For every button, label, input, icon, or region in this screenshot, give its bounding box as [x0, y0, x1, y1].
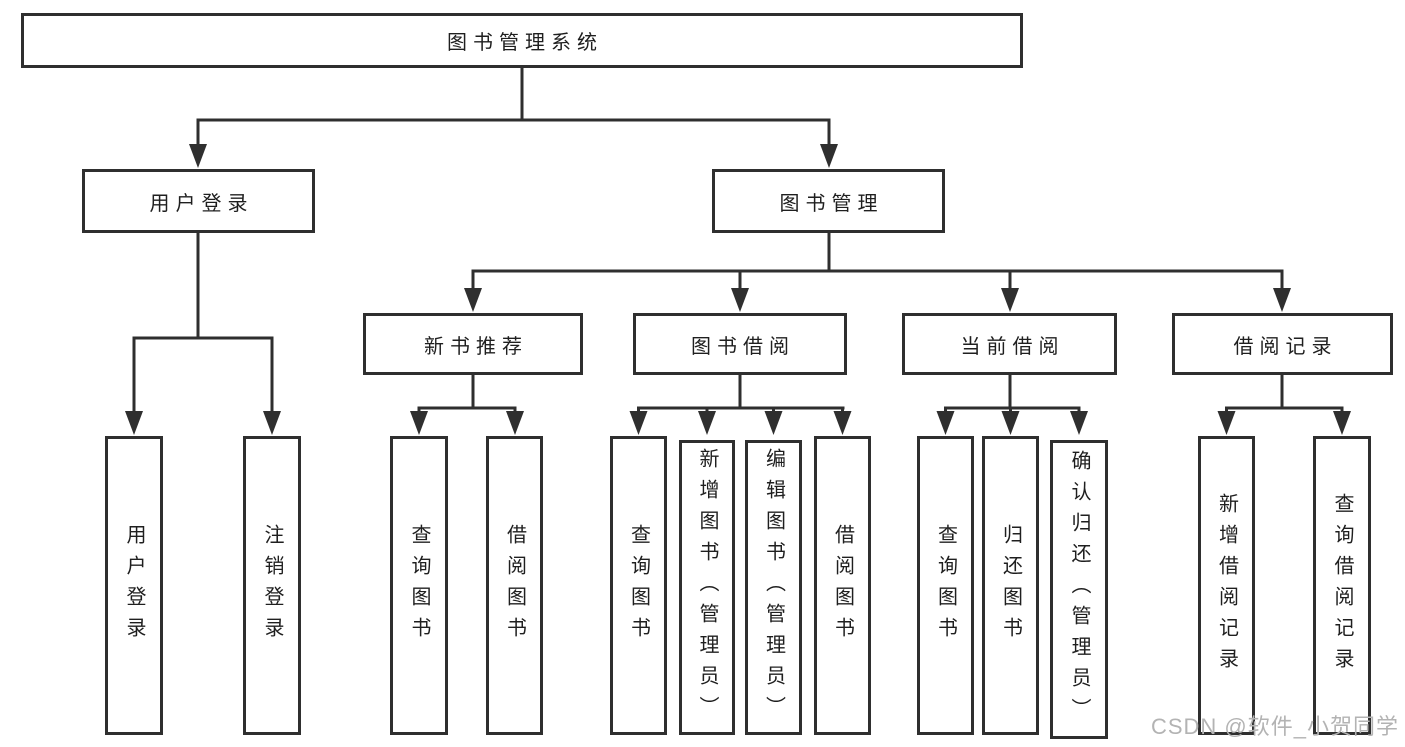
connector-new-book-recommendation-children: [410, 375, 524, 435]
node-label: 图书管理: [779, 192, 884, 215]
node-label: 查询图书: [408, 523, 430, 648]
leaf-user-login: 用户登录: [105, 436, 163, 735]
arrow-head-icon: [1001, 411, 1020, 435]
arrow-head-icon: [464, 288, 482, 312]
arrow-head-icon: [936, 411, 955, 435]
arrow-head-icon: [833, 411, 852, 435]
node-current-borrowing: 当前借阅: [902, 313, 1117, 375]
arrow-head-icon: [410, 411, 428, 435]
leaf-borrow-books-borrowing: 借阅图书: [814, 436, 871, 735]
arrow-head-icon: [820, 144, 838, 168]
node-label: 用户登录: [123, 523, 145, 648]
node-label: 借阅图书: [831, 523, 854, 648]
leaf-query-books-recommend: 查询图书: [390, 436, 448, 735]
node-label: 新书推荐: [424, 335, 528, 358]
node-label: 查询图书: [627, 523, 650, 648]
arrow-head-icon: [506, 411, 524, 435]
connector-current-borrowing-children: [936, 375, 1088, 435]
leaf-query-borrow-record: 查询借阅记录: [1313, 436, 1371, 735]
leaf-logout-login: 注销登录: [243, 436, 301, 735]
node-label: 借阅图书: [503, 523, 526, 648]
watermark: CSDN @软件_小贺同学: [1150, 714, 1399, 739]
node-library-management-system: 图书管理系统: [21, 13, 1023, 68]
leaf-add-borrow-record: 新增借阅记录: [1198, 436, 1255, 735]
arrow-head-icon: [1333, 411, 1351, 435]
node-label: 当前借阅: [960, 335, 1065, 358]
arrow-head-icon: [731, 288, 749, 312]
leaf-add-books-admin: 新增图书（管理员）: [679, 440, 735, 735]
connector-book-borrowing-children: [629, 375, 852, 435]
node-label: 确认归还（管理员）: [1068, 450, 1090, 729]
arrow-head-icon: [764, 411, 783, 435]
arrow-head-icon: [1217, 411, 1236, 435]
node-label: 查询借阅记录: [1331, 492, 1353, 679]
leaf-return-books: 归还图书: [982, 436, 1039, 735]
arrow-head-icon: [189, 144, 207, 168]
node-label: 新增图书（管理员）: [696, 448, 718, 727]
arrow-head-icon: [1273, 288, 1291, 312]
node-label: 图书管理系统: [447, 32, 603, 54]
arrow-head-icon: [263, 411, 281, 435]
node-user-login: 用户登录: [82, 169, 315, 233]
leaf-query-books-borrowing: 查询图书: [610, 436, 667, 735]
connector-borrowing-records-children: [1217, 375, 1351, 435]
node-borrowing-records: 借阅记录: [1172, 313, 1393, 375]
leaf-confirm-return-admin: 确认归还（管理员）: [1050, 440, 1108, 739]
node-label: 用户登录: [149, 192, 254, 215]
arrow-head-icon: [698, 411, 716, 435]
arrow-head-icon: [1001, 288, 1019, 312]
connector-user-login-children: [125, 233, 281, 435]
node-label: 编辑图书（管理员）: [762, 448, 785, 727]
node-label: 注销登录: [261, 523, 283, 648]
connector-root-to-level2: [189, 68, 838, 168]
node-new-book-recommendation: 新书推荐: [363, 313, 583, 375]
node-label: 查询图书: [934, 523, 957, 648]
arrow-head-icon: [629, 411, 648, 435]
node-label: 归还图书: [999, 523, 1022, 648]
node-book-borrowing: 图书借阅: [633, 313, 847, 375]
connector-book-management-children: [464, 233, 1291, 312]
leaf-edit-books-admin: 编辑图书（管理员）: [745, 440, 802, 735]
leaf-query-books-current: 查询图书: [917, 436, 974, 735]
node-book-management: 图书管理: [712, 169, 945, 233]
arrow-head-icon: [1070, 411, 1088, 435]
node-label: 图书借阅: [691, 335, 795, 358]
leaf-borrow-books-recommend: 借阅图书: [486, 436, 543, 735]
node-label: 借阅记录: [1233, 335, 1338, 358]
arrow-head-icon: [125, 411, 143, 435]
node-label: 新增借阅记录: [1215, 492, 1238, 679]
